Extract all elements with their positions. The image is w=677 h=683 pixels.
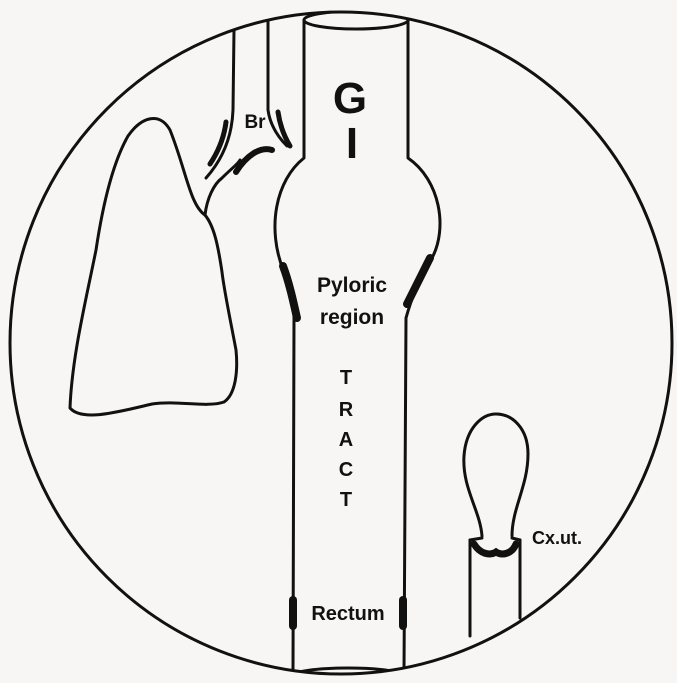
bronchus-carina [236, 149, 272, 172]
label-tract-t2: T [340, 489, 352, 511]
label-rectum: Rectum [311, 603, 384, 625]
label-tract-a: A [339, 429, 353, 451]
label-pyloric-line1: Pyloric [317, 274, 387, 297]
label-tract-t1: T [340, 367, 352, 389]
uterus-body [464, 414, 528, 536]
uterus [464, 414, 528, 636]
gi-tract-right-wall [404, 20, 440, 672]
label-gi-i: I [346, 119, 358, 168]
cervix-top-right [512, 538, 520, 540]
bronchus-right-wall [268, 14, 287, 146]
pyloric-sphincter-right [407, 258, 430, 304]
label-tract-r: R [339, 399, 354, 421]
bronchus-branch [205, 160, 240, 215]
label-tract-c: C [339, 459, 353, 481]
bronchus-left-mark [210, 122, 226, 164]
pyloric-sphincter-left [283, 266, 297, 318]
bronchus-left-wall [206, 30, 234, 178]
cervix-top-left [470, 538, 482, 540]
cervix-os-mark [474, 544, 516, 554]
label-gi-g: G [333, 74, 367, 123]
label-pyloric-line2: region [320, 306, 384, 329]
label-bronchus: Br [244, 112, 266, 133]
gi-tract-bottom-opening [292, 668, 404, 683]
label-cervix: Cx.ut. [532, 528, 582, 548]
